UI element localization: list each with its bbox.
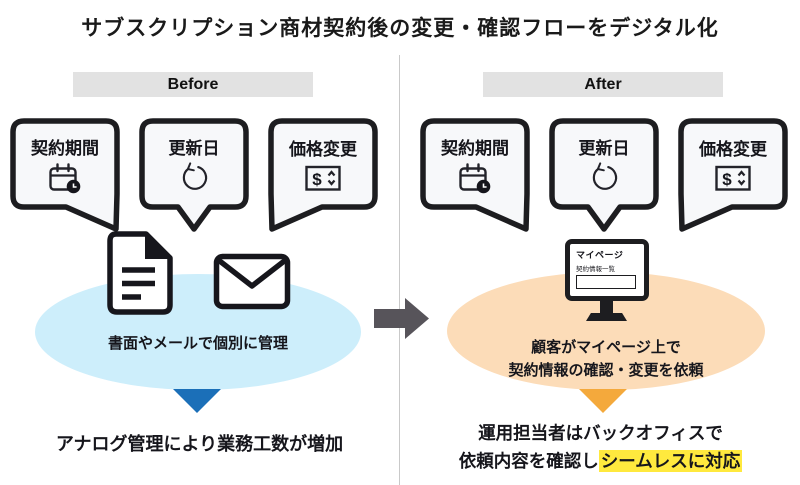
svg-text:$: $ <box>312 170 322 189</box>
page-title: サブスクリプション商材契約後の変更・確認フローをデジタル化 <box>81 17 719 40</box>
center-divider <box>399 55 400 485</box>
after-result-line2: 依頼内容を確認しシームレスに対応 <box>401 447 800 475</box>
after-caption-line1: 顧客がマイページ上で <box>531 339 681 356</box>
refresh-icon <box>182 162 208 190</box>
before-bubble-contract-period: 契約期間 <box>10 118 120 233</box>
monitor-stand-base <box>586 313 627 321</box>
after-result-highlight: シームレスに対応 <box>598 450 743 472</box>
bubble-content: 契約期間 <box>10 121 120 207</box>
before-caption: 書面やメールで個別に管理 <box>107 335 288 352</box>
speech-bubble-shape <box>139 118 249 232</box>
after-caption-line2: 契約情報の確認・変更を依頼 <box>508 362 704 379</box>
after-result-text: 運用担当者はバックオフィスで 依頼内容を確認しシームレスに対応 <box>401 419 800 475</box>
after-down-triangle <box>579 389 627 413</box>
monitor-page-subtitle: 契約情報一覧 <box>576 266 615 273</box>
bubble-label: 価格変更 <box>699 140 767 159</box>
before-down-triangle <box>173 389 221 413</box>
bubble-label: 更新日 <box>168 139 220 158</box>
bubble-label: 価格変更 <box>289 140 357 159</box>
monitor-page-title: マイページ <box>576 250 624 260</box>
before-bubble-price-change: 価格変更 $ <box>268 118 378 233</box>
bubble-content: 更新日 <box>549 121 659 207</box>
right-arrow-icon <box>374 298 429 339</box>
monitor-screen: マイページ 契約情報一覧 <box>565 239 649 301</box>
before-result-text: アナログ管理により業務工数が増加 <box>55 434 344 454</box>
svg-text:$: $ <box>722 170 732 189</box>
refresh-icon <box>592 162 618 190</box>
speech-bubble-shape <box>268 118 378 232</box>
before-bubble-renewal-date: 更新日 <box>139 118 249 233</box>
speech-bubble-shape <box>549 118 659 232</box>
document-icon <box>107 231 173 315</box>
bubble-label: 契約期間 <box>441 138 509 158</box>
price-change-icon: $ <box>305 165 341 191</box>
calendar-clock-icon <box>459 162 491 193</box>
after-bubble-contract-period: 契約期間 <box>420 118 530 233</box>
bubble-content: 価格変更 $ <box>678 121 788 207</box>
monitor-icon: マイページ 契約情報一覧 <box>565 239 649 321</box>
monitor-stand-neck <box>600 301 613 314</box>
after-result-line2-prefix: 依頼内容を確認し <box>458 451 599 471</box>
bubble-content: 更新日 <box>139 121 249 207</box>
bubble-label: 契約期間 <box>31 138 99 158</box>
envelope-icon <box>213 253 291 310</box>
bubble-content: 価格変更 $ <box>268 121 378 207</box>
monitor-list-box <box>576 275 636 289</box>
after-bubble-renewal-date: 更新日 <box>549 118 659 233</box>
before-header: Before <box>73 72 313 97</box>
after-caption: 顧客がマイページ上で 契約情報の確認・変更を依頼 <box>447 336 765 382</box>
price-change-icon: $ <box>715 165 751 191</box>
after-bubble-price-change: 価格変更 $ <box>678 118 788 233</box>
after-header: After <box>483 72 723 97</box>
bubble-label: 更新日 <box>578 139 630 158</box>
after-result-line1: 運用担当者はバックオフィスで <box>478 423 723 443</box>
bubble-content: 契約期間 <box>420 121 530 207</box>
before-ellipse <box>35 274 361 390</box>
calendar-clock-icon <box>49 162 81 193</box>
speech-bubble-shape <box>678 118 788 232</box>
